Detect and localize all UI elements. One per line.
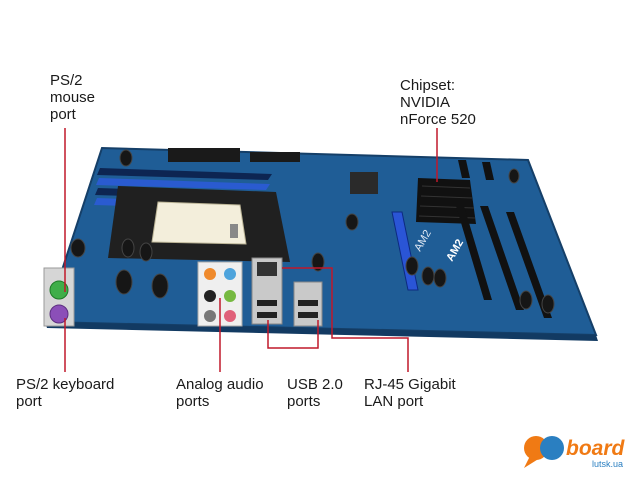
watermark-domain: lutsk.ua [592, 459, 624, 469]
capacitors [70, 149, 555, 314]
audio-jack-gray [204, 310, 216, 322]
leader-rj45 [282, 267, 409, 372]
callout-ps2-mouse: PS/2 mouse port [50, 72, 96, 123]
pcb-board-edge [45, 322, 598, 341]
audio-jack-blue [224, 268, 236, 280]
cpu-socket [108, 186, 290, 262]
rj45-port [257, 262, 277, 276]
callout-ps2-keyboard: PS/2 keyboard port [16, 376, 115, 410]
callout-rj45: RJ-45 Gigabit LAN port [364, 376, 456, 410]
power-connector [168, 148, 240, 162]
expansion-slots [456, 160, 552, 318]
audio-jack-black [204, 290, 216, 302]
usb-port-2 [257, 312, 277, 318]
ps2-keyboard-connector [49, 304, 69, 324]
power-connector-2 [250, 152, 300, 162]
ps2-mouse-connector [49, 280, 69, 300]
usb-port-4 [298, 312, 318, 318]
callout-chipset: Chipset: NVIDIA nForce 520 [400, 77, 476, 128]
watermark-logo-mark [524, 436, 564, 468]
leader-usb [267, 320, 319, 349]
usb-port-1 [257, 300, 277, 306]
leader-lines [64, 128, 438, 372]
callout-usb: USB 2.0 ports [287, 376, 343, 410]
usb-port-3 [298, 300, 318, 306]
audio-jack-orange [204, 268, 216, 280]
io-chip [350, 172, 378, 194]
audio-jack-pink [224, 310, 236, 322]
callout-analog-audio: Analog audio ports [176, 376, 264, 410]
audio-jack-green [224, 290, 236, 302]
watermark-brand: board [566, 437, 625, 460]
